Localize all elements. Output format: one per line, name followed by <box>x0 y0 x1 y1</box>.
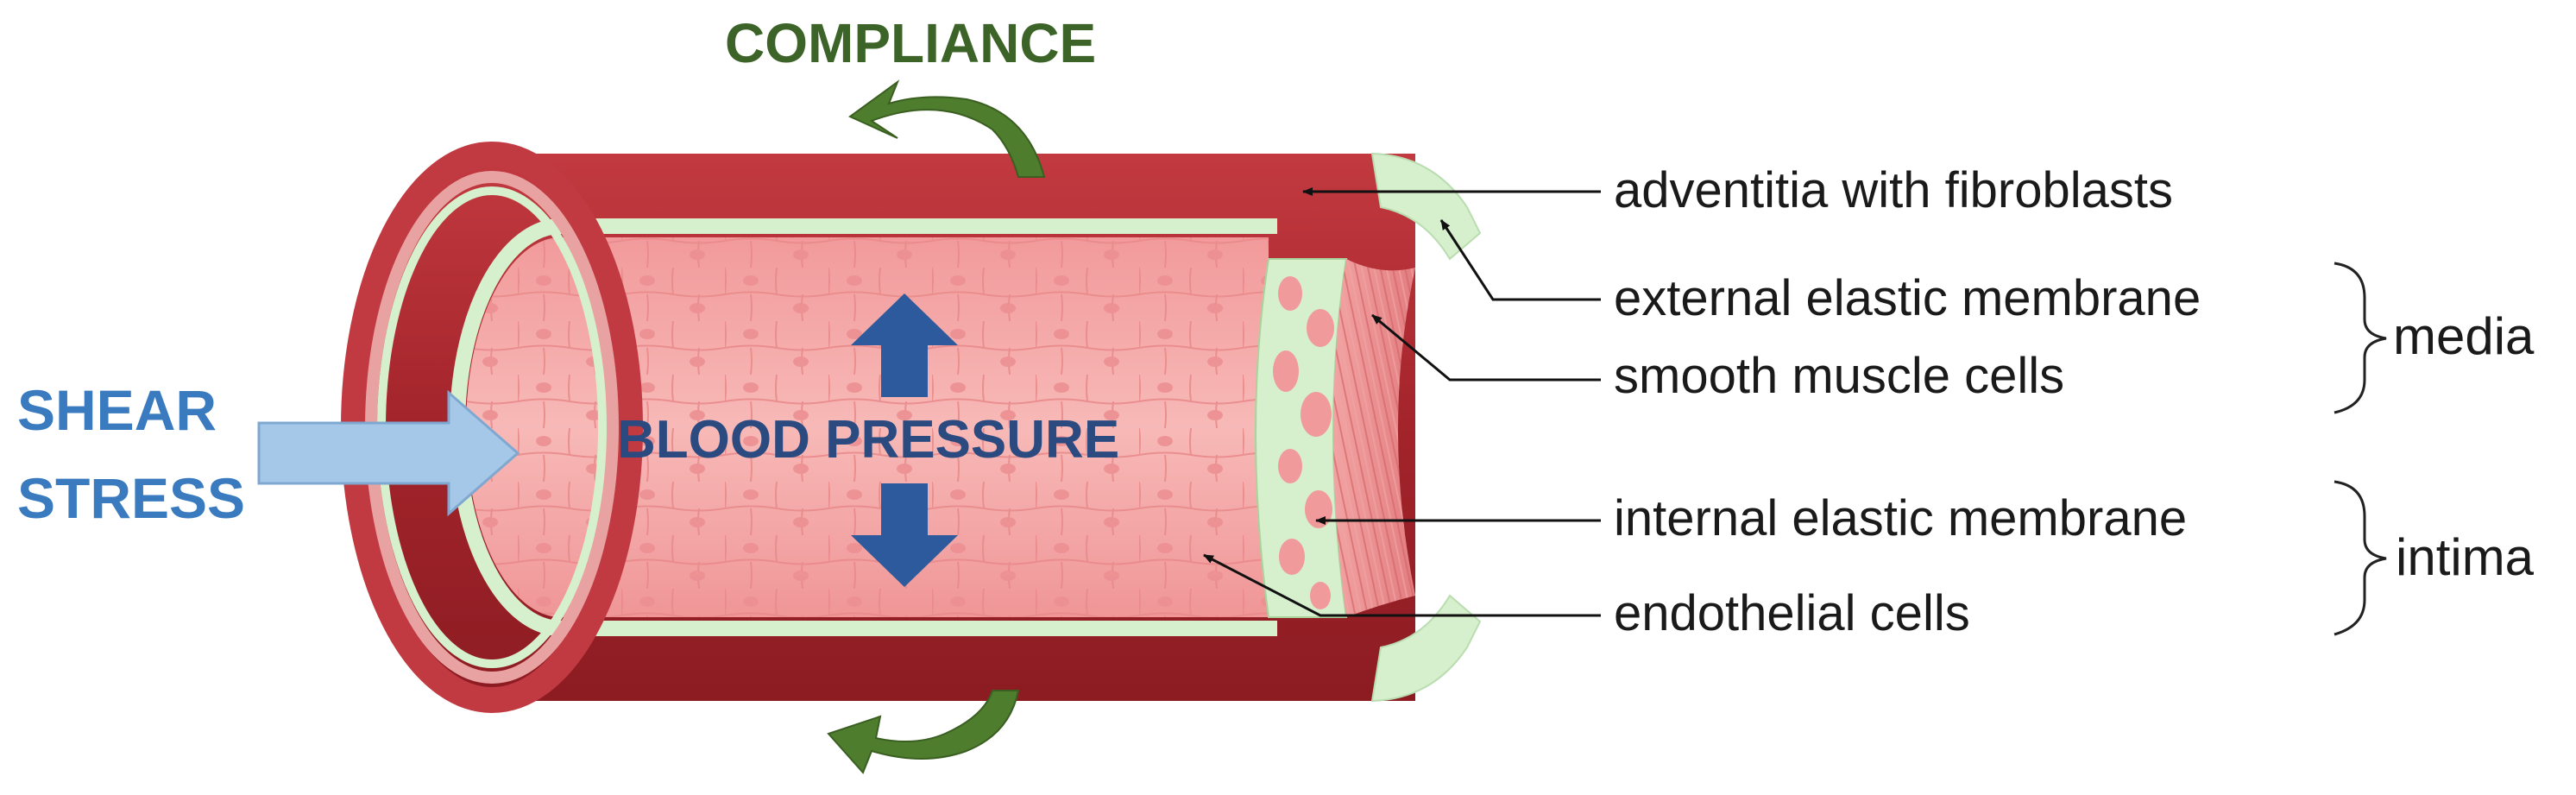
layer-label-adventitia: adventitia with fibroblasts <box>1614 162 2173 218</box>
blood-pressure-label: BLOOD PRESSURE <box>617 410 1119 470</box>
shear-stress-label-line2: STRESS <box>17 466 245 530</box>
group-label-media: media <box>2393 307 2535 365</box>
compliance-arrow-bottom <box>827 690 1020 774</box>
group-label-intima: intima <box>2396 528 2535 586</box>
intima-brace <box>2334 480 2387 636</box>
blood-pressure-arrow-down <box>851 483 958 587</box>
layer-label-endothelial: endothelial cells <box>1614 585 1970 641</box>
shear-stress-label-line1: SHEAR <box>17 378 217 442</box>
compliance-label: COMPLIANCE <box>725 12 1096 74</box>
blood-pressure-arrow-up <box>851 293 958 397</box>
shear-stress-arrow <box>257 389 520 517</box>
vessel-lumen <box>450 218 1277 636</box>
layer-label-external-elastic: external elastic membrane <box>1614 270 2201 326</box>
vessel-cut-end <box>1255 258 1415 618</box>
layer-leader-lines <box>1203 187 1601 617</box>
compliance-arrow-top <box>848 79 1046 178</box>
media-brace <box>2334 262 2387 414</box>
layer-label-internal-elastic: internal elastic membrane <box>1614 490 2187 546</box>
layer-label-smooth-muscle: smooth muscle cells <box>1614 348 2064 404</box>
